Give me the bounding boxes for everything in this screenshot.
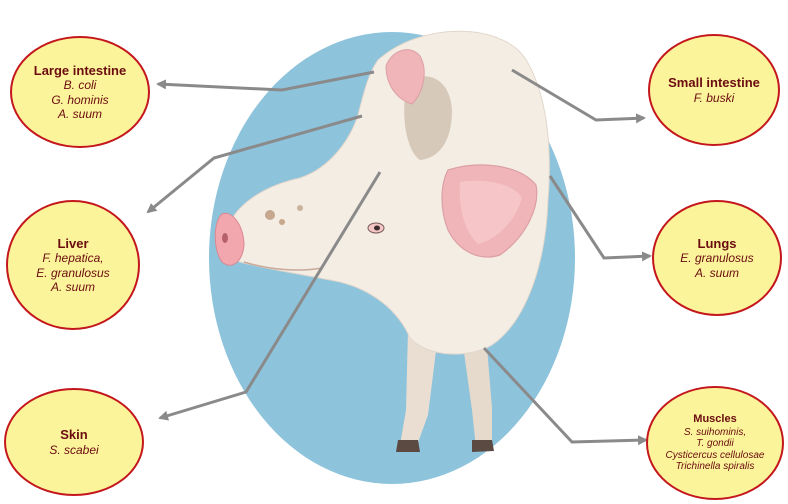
parasite-name: S. suihominis, (684, 427, 746, 439)
parasite-name: S. scabei (49, 443, 98, 457)
organ-title: Large intestine (34, 63, 126, 79)
parasite-name: E. granulosus (36, 266, 109, 280)
organ-bubble-skin: Skin S. scabei (4, 388, 144, 496)
organ-title: Lungs (698, 236, 737, 252)
organ-bubble-liver: Liver F. hepatica, E. granulosus A. suum (6, 200, 140, 330)
parasite-name: A. suum (58, 107, 102, 121)
parasite-name: T. gondii (696, 438, 733, 450)
organ-bubble-lungs: Lungs E. granulosus A. suum (652, 200, 782, 316)
organ-title: Skin (60, 427, 87, 443)
parasite-name: B. coli (64, 78, 97, 92)
organ-title: Small intestine (668, 75, 760, 91)
parasite-name: A. suum (695, 266, 739, 280)
organ-bubble-large-intestine: Large intestine B. coli G. hominis A. su… (10, 36, 150, 148)
parasite-name: F. hepatica, (42, 251, 103, 265)
organ-title: Liver (57, 236, 88, 252)
parasite-name: G. hominis (51, 93, 108, 107)
parasite-name: Trichinella spiralis (676, 461, 755, 473)
parasite-name: F. buski (694, 91, 734, 105)
parasite-name: E. granulosus (680, 251, 753, 265)
organ-bubble-small-intestine: Small intestine F. buski (648, 34, 780, 146)
organ-bubble-muscles: Muscles S. suihominis, T. gondii Cystice… (646, 386, 784, 500)
parasite-name: Cysticercus cellulosae (666, 450, 765, 462)
organ-title: Muscles (693, 413, 736, 426)
parasite-name: A. suum (51, 280, 95, 294)
